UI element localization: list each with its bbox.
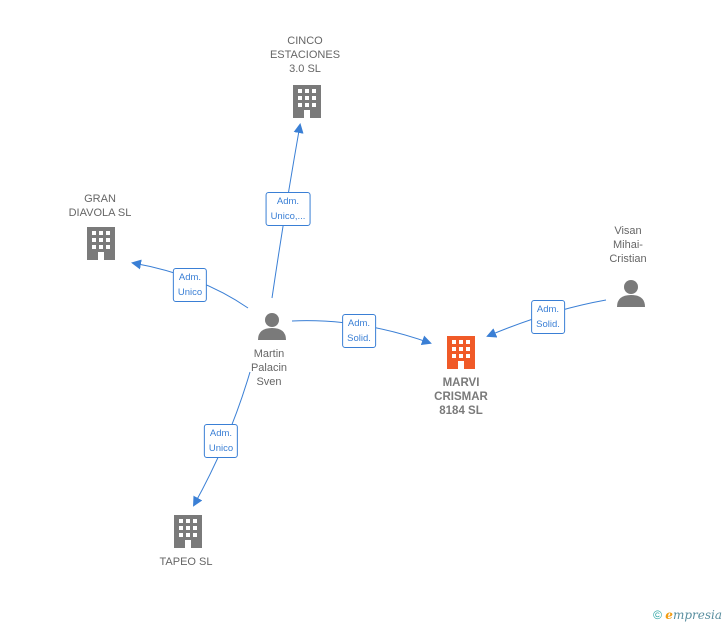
edge-label-martin-cinco: Adm. Unico,... xyxy=(265,192,311,226)
person-icon[interactable] xyxy=(258,313,286,340)
building-icon[interactable] xyxy=(87,227,115,260)
person-icon[interactable] xyxy=(617,280,645,307)
edge-label-martin-marvi: Adm. Solid. xyxy=(342,314,376,348)
node-label-visan-mihai[interactable]: Visan Mihai- Cristian xyxy=(609,225,647,265)
building-icon[interactable] xyxy=(293,85,321,118)
node-label-tapeo[interactable]: TAPEO SL xyxy=(159,556,213,568)
brand-initial: e xyxy=(665,608,673,622)
edge-label-visan-marvi: Adm. Solid. xyxy=(531,300,565,334)
building-icon[interactable] xyxy=(174,515,202,548)
building-icon[interactable] xyxy=(447,336,475,369)
node-label-marvi-crismar[interactable]: MARVI CRISMAR 8184 SL xyxy=(434,377,488,417)
edge-label-martin-tapeo: Adm. Unico xyxy=(203,424,239,458)
empresia-watermark: © empresia xyxy=(653,608,722,622)
copyright-icon: © xyxy=(653,608,662,622)
brand-name: mpresia xyxy=(672,608,722,622)
node-label-gran-diavola[interactable]: GRAN DIAVOLA SL xyxy=(68,193,132,219)
node-label-martin-palacin[interactable]: Martin Palacin Sven xyxy=(250,348,288,388)
edge-label-martin-gran: Adm. Unico xyxy=(172,268,208,302)
node-label-cinco-estaciones[interactable]: CINCO ESTACIONES 3.0 SL xyxy=(269,35,341,75)
